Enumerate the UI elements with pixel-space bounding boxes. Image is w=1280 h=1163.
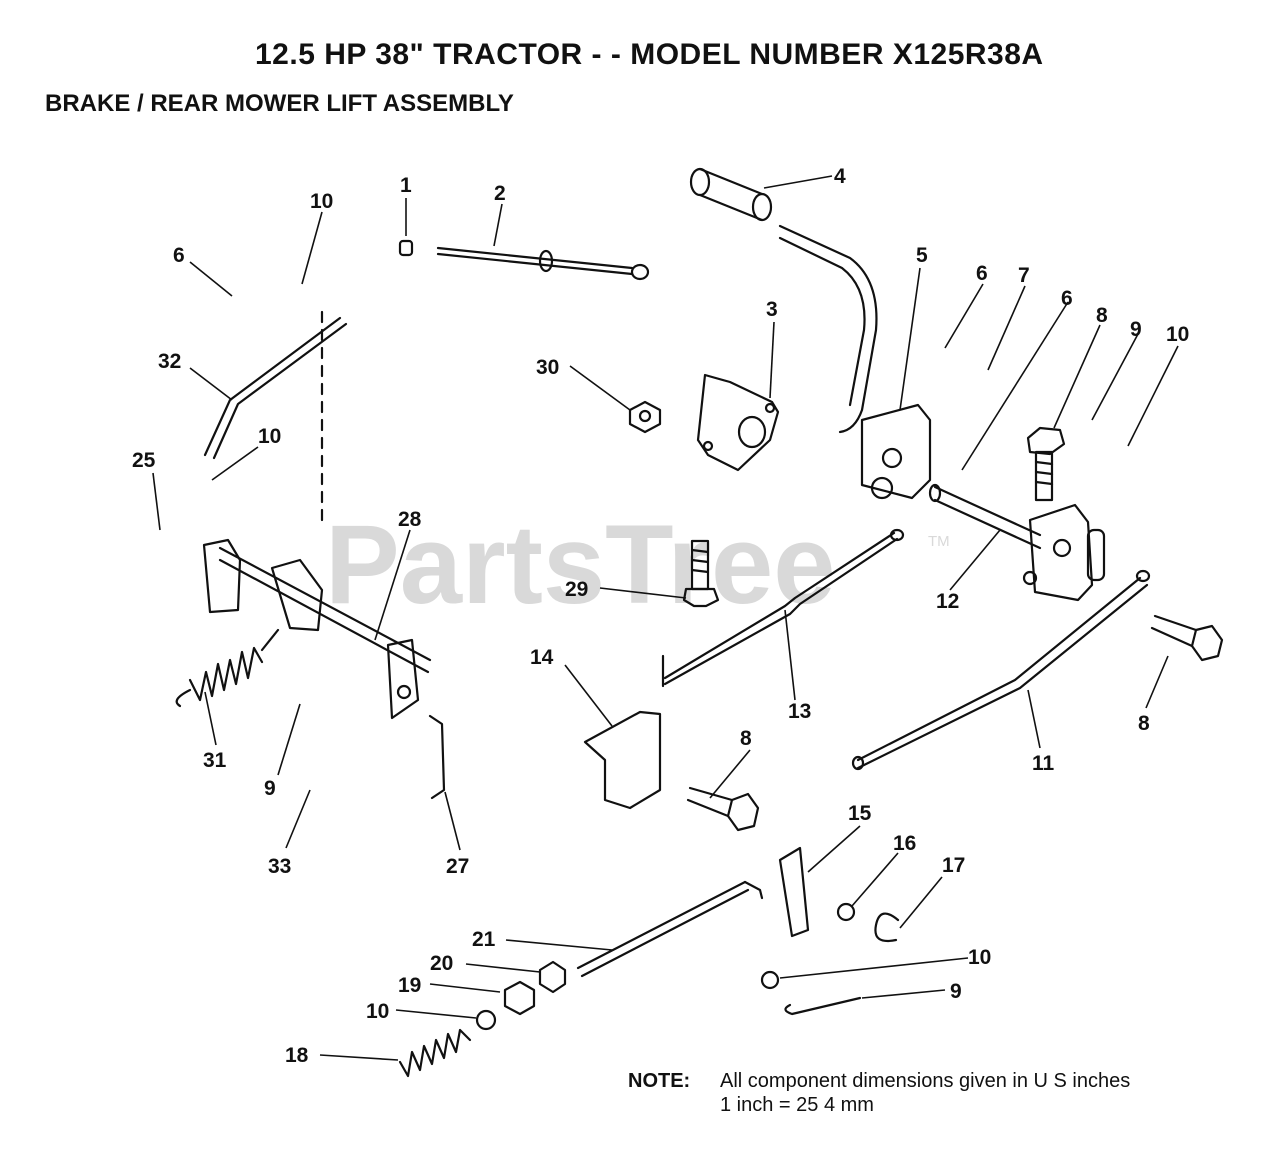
leader-lines [152,175,1179,1061]
note-block: NOTE: All component dimensions given in … [628,1069,1130,1116]
callout-7: 7 [1018,264,1030,287]
callout-9-upper: 9 [1130,318,1142,341]
callout-6-top-left: 6 [173,244,185,267]
part-12-shaft [928,483,1106,602]
part-31-spring [175,628,280,708]
part-2-rod [436,246,650,281]
part-9-pin-right [784,996,862,1016]
callout-17: 17 [942,854,965,877]
callout-numbers: 1 2 3 4 5 6 6 6 7 8 8 8 9 9 9 10 10 10 1… [132,165,1189,1067]
part-27-link [428,714,446,800]
part-13-rod [661,528,905,688]
callout-11: 11 [1032,752,1055,775]
callout-20: 20 [430,952,453,975]
part-30-nut [628,400,662,434]
part-15-plate [778,846,810,938]
page-title: 12.5 HP 38" TRACTOR - - MODEL NUMBER X12… [255,38,1044,71]
callout-12: 12 [936,590,959,613]
callout-32: 32 [158,350,181,373]
part-19-nut [503,980,536,1016]
part-11-rod [851,569,1151,771]
callout-16: 16 [893,832,916,855]
callout-9-left: 9 [264,777,276,800]
callout-10-top-right: 10 [1166,323,1189,346]
part-drawings [175,167,1224,1078]
part-10-washer-lower [475,1009,497,1031]
part-21-rod [576,880,764,978]
watermark-tm: TM [928,533,950,550]
callout-30: 30 [536,356,559,379]
part-14-bracket [583,710,662,810]
callout-28: 28 [398,508,422,531]
callout-25: 25 [132,449,156,472]
part-3-bracket [696,373,780,472]
callout-3: 3 [766,298,778,321]
callout-4: 4 [834,165,846,188]
callout-15: 15 [848,802,872,825]
note-line-1: All component dimensions given in U S in… [720,1070,1131,1092]
callout-10-lower-right: 10 [968,946,991,969]
part-8-bolt-right [1150,614,1224,662]
callout-8-right: 8 [1138,712,1150,735]
assembly-subtitle: BRAKE / REAR MOWER LIFT ASSEMBLY [45,90,514,117]
callout-8-upper: 8 [1096,304,1108,327]
part-20-nut [538,960,567,994]
callout-2: 2 [494,182,506,205]
part-5-lever [778,224,932,500]
part-32-rod [203,310,348,522]
part-1-cap [398,239,414,257]
part-28-shaft [202,538,432,720]
callout-1: 1 [400,174,412,197]
callout-19: 19 [398,974,421,997]
part-10-washer-right [760,970,780,990]
callout-27: 27 [446,855,469,878]
callout-14: 14 [530,646,554,669]
callout-6-right: 6 [1061,287,1073,310]
part-29-bolt [682,539,720,608]
note-line-2: 1 inch = 25 4 mm [720,1094,874,1116]
part-16-washer [836,902,856,922]
callout-10-top: 10 [310,190,333,213]
callout-33: 33 [268,855,291,878]
callout-18: 18 [285,1044,309,1067]
part-8-bolt-lower [686,786,760,832]
callout-21: 21 [472,928,496,951]
watermark: PartsTree [325,502,836,627]
callout-6-mid: 6 [976,262,988,285]
part-17-clip [874,912,900,943]
callout-31: 31 [203,749,227,772]
note-label: NOTE: [628,1070,691,1092]
part-4-grip [689,167,773,222]
callout-9-lower: 9 [950,980,962,1003]
callout-10-lower-left: 10 [366,1000,389,1023]
callout-29: 29 [565,578,588,601]
part-8-bolt-upper [1026,426,1066,502]
part-18-spring [398,1028,472,1078]
callout-8-lower: 8 [740,727,752,750]
callout-10-mid-left: 10 [258,425,281,448]
callout-13: 13 [788,700,811,723]
callout-5: 5 [916,244,928,267]
